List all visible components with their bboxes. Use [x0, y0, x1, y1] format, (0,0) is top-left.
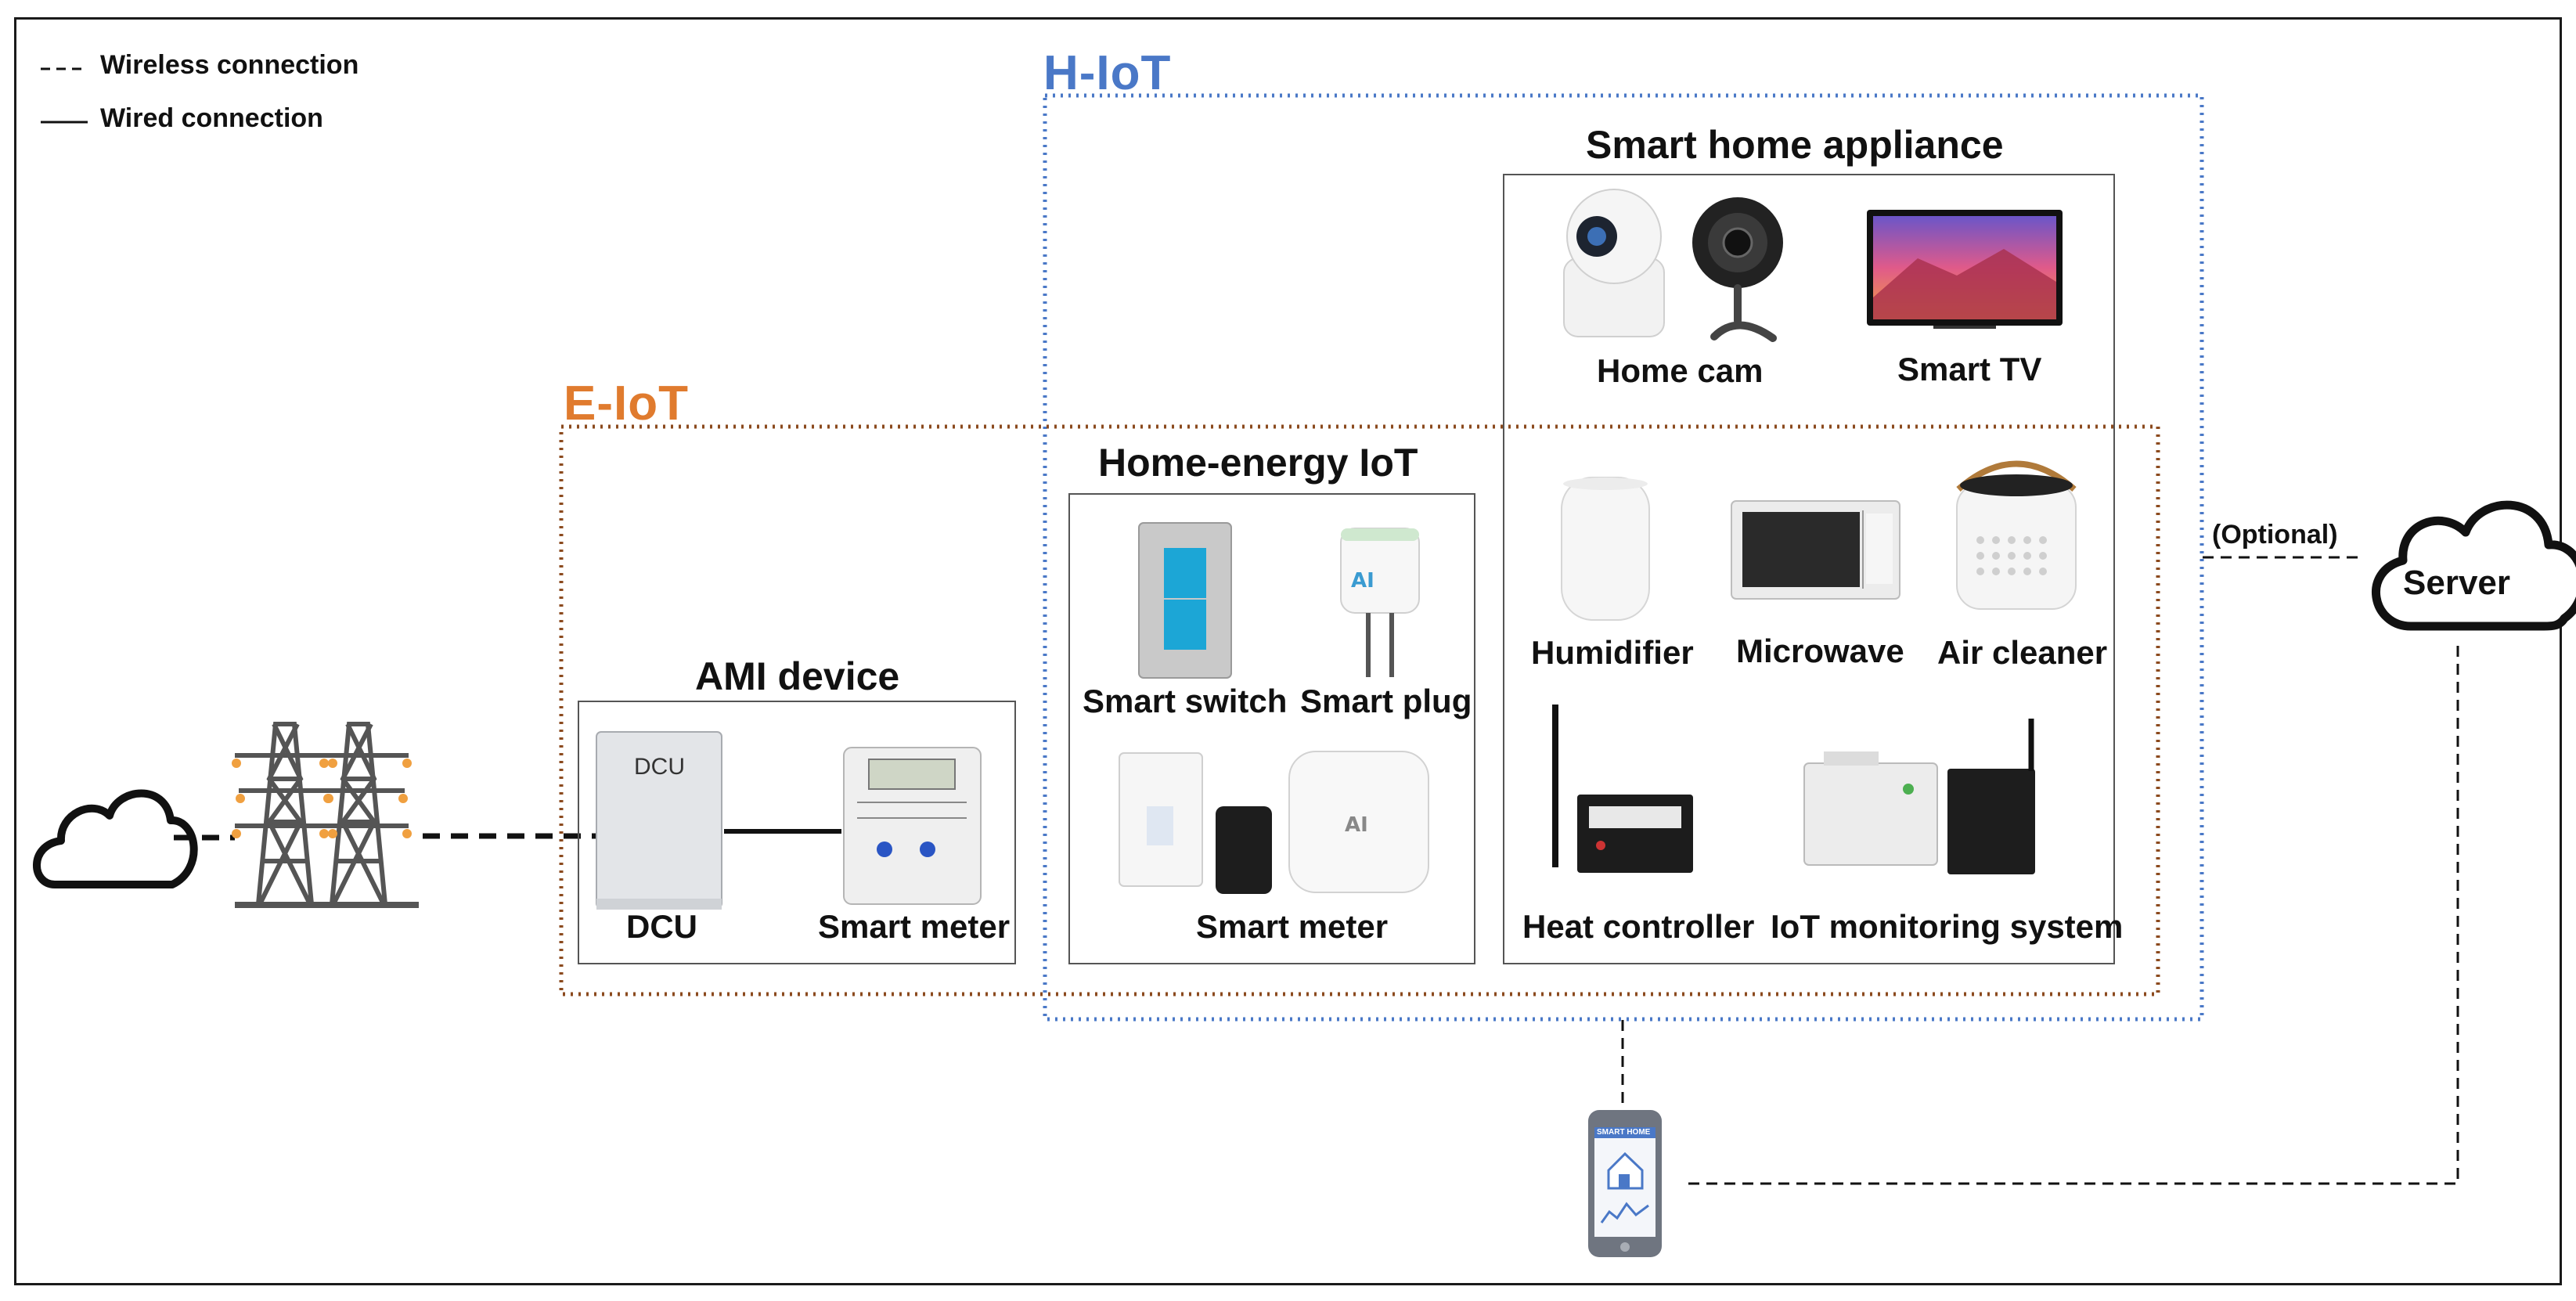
heat-controller-icon — [1552, 705, 1693, 873]
legend-wireless-label: Wireless connection — [100, 50, 359, 80]
insulator-dots — [232, 759, 412, 838]
smart-tv-label: Smart TV — [1897, 351, 2042, 387]
internet-cloud-icon — [33, 789, 198, 888]
ami-device-title: AMI device — [695, 654, 900, 698]
energy-meter-hub-icon: AI — [1288, 751, 1429, 893]
iot-monitoring-label: IoT monitoring system — [1771, 908, 2124, 945]
smart-tv-icon — [1867, 210, 2063, 329]
humidifier-label: Humidifier — [1531, 634, 1694, 671]
home-energy-iot-box — [1068, 493, 1475, 964]
energy-meter-breaker-icon — [1119, 752, 1203, 887]
smart-plug-icon: AI — [1340, 528, 1420, 677]
legend-wired-label: Wired connection — [100, 103, 323, 133]
e-iot-zone-title: E-IoT — [564, 377, 689, 431]
h-iot-zone-title: H-IoT — [1043, 46, 1172, 100]
air-cleaner-label: Air cleaner — [1937, 634, 2108, 671]
microwave-label: Microwave — [1736, 632, 1904, 669]
optional-label: (Optional) — [2212, 520, 2338, 550]
ami-device-box — [578, 701, 1016, 964]
e-iot-zone-border — [559, 424, 2160, 996]
home-cam-icon — [1563, 189, 1665, 337]
smart-switch-label: Smart switch — [1083, 683, 1288, 719]
humidifier-icon — [1561, 477, 1650, 621]
iot-monitoring-icon — [1803, 719, 2035, 874]
smart-switch-icon — [1138, 522, 1232, 679]
energy-smart-meter-label: Smart meter — [1196, 908, 1389, 945]
dcu-cabinet-icon — [596, 731, 722, 910]
ami-smart-meter-icon — [843, 747, 982, 905]
svg-text:AI: AI — [1345, 813, 1368, 837]
ct-clamp-icon — [1216, 806, 1272, 894]
smart-home-appliance-title: Smart home appliance — [1586, 123, 2004, 167]
smart-plug-label: Smart plug — [1300, 683, 1472, 719]
home-energy-iot-title: Home-energy IoT — [1098, 441, 1418, 485]
smart-home-appliance-box — [1503, 174, 2115, 964]
server-cloud-icon — [2372, 500, 2576, 631]
phone-app-title: SMART HOME — [1597, 1128, 1651, 1137]
air-cleaner-icon — [1956, 460, 2077, 610]
heat-controller-label: Heat controller — [1522, 908, 1755, 945]
outer-frame — [14, 17, 2562, 1285]
transmission-tower-icon — [235, 722, 419, 908]
server-to-phone-line — [1687, 646, 2459, 1185]
server-label: Server — [2403, 564, 2511, 602]
dcu-label: DCU — [626, 908, 697, 945]
home-cam-label: Home cam — [1597, 352, 1764, 389]
home-cam-icon-2 — [1692, 197, 1783, 342]
microwave-icon — [1731, 500, 1900, 600]
ami-smart-meter-label: Smart meter — [818, 908, 1011, 945]
svg-text:AI: AI — [1351, 569, 1374, 593]
smartphone-icon — [1588, 1110, 1662, 1257]
dcu-panel-text: DCU — [634, 754, 685, 780]
